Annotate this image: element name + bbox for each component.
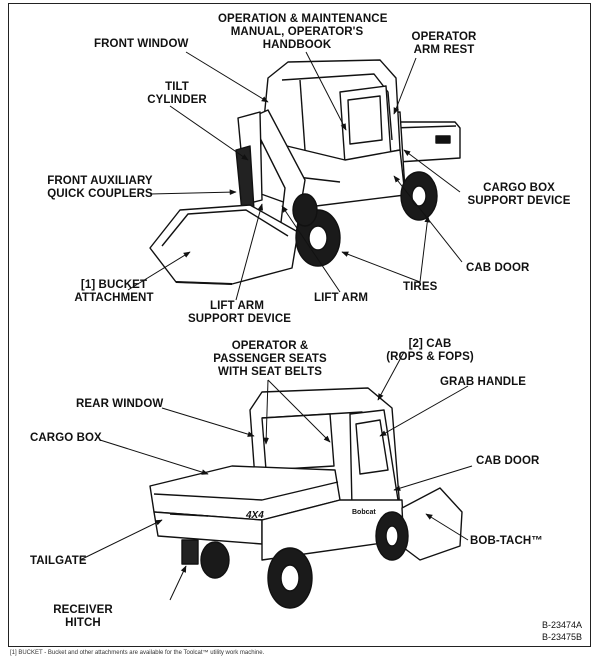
label-bob-tach: BOB-TACH™ [470,535,543,547]
label-arm-rest-line2: ARM REST [413,44,475,56]
label-seats-line3: WITH SEAT BELTS [218,366,322,378]
label-tilt-line2: CYLINDER [147,94,207,106]
bottom-bob-tach [401,487,463,561]
label-cab-line1: [2] CAB [408,338,452,350]
bottom-vehicle [149,387,463,609]
label-tailgate: TAILGATE [30,555,87,567]
bottom-receiver-hitch [181,539,199,565]
top-tilt-cylinder [235,145,255,213]
label-grab-handle: GRAB HANDLE [440,376,527,388]
bottom-rear-window [261,413,335,471]
label-lift-arm-support-line1: LIFT ARM [209,300,265,312]
figure-ref-bottom: B-23475B [542,632,583,642]
label-seats-line1: OPERATOR & [231,340,309,352]
label-om-manual: OPERATION & MAINTENANCE MANUAL, OPERATOR… [218,13,388,52]
badge-4x4: 4X4 [245,510,264,521]
label-arm-rest-line1: OPERATOR [411,31,477,43]
label-cab-door-top: CAB DOOR [466,262,530,274]
label-seats-line2: PASSENGER SEATS [213,353,327,365]
top-vehicle [149,59,461,285]
label-receiver-line2: HITCH [65,617,101,629]
label-tires: TIRES [403,281,438,293]
figure-frame [8,3,591,647]
figure-ref-top: B-23474A [542,620,583,630]
label-cab: [2] CAB (ROPS & FOPS) [378,338,482,364]
label-cargo-support-line2: SUPPORT DEVICE [467,195,571,207]
label-receiver-line1: RECEIVER [53,604,113,616]
leader-lines [79,51,473,601]
label-cargo-box-support: CARGO BOX SUPPORT DEVICE [466,182,572,208]
label-cargo-box: CARGO BOX [30,432,102,444]
label-aux-line2: QUICK COUPLERS [47,188,153,200]
label-cab-door-bottom: CAB DOOR [476,455,540,467]
label-aux-line1: FRONT AUXILIARY [47,175,153,187]
label-front-window: FRONT WINDOW [94,38,189,50]
top-bucket [149,204,299,285]
label-cab-line2: (ROPS & FOPS) [386,351,474,363]
label-cargo-support-line1: CARGO BOX [483,182,555,194]
label-bucket-attachment: [1] BUCKET ATTACHMENT [72,279,156,305]
brand-text: Bobcat [352,509,376,516]
label-receiver-hitch: RECEIVER HITCH [48,604,118,630]
label-tilt-cylinder: TILT CYLINDER [142,81,212,107]
footnote: [1] BUCKET - Bucket and other attachment… [10,650,265,656]
label-front-aux-couplers: FRONT AUXILIARY QUICK COUPLERS [34,175,166,201]
label-lift-arm: LIFT ARM [314,292,369,304]
label-rear-window: REAR WINDOW [76,398,164,410]
label-lift-arm-support-line2: SUPPORT DEVICE [188,313,292,325]
label-operator-arm-rest: OPERATOR ARM REST [404,31,484,57]
label-om-manual-line2: MANUAL, OPERATOR'S [230,26,364,38]
label-lift-arm-support: LIFT ARM SUPPORT DEVICE [188,300,292,326]
label-tilt-line1: TILT [165,81,189,93]
label-bucket-line1: [1] BUCKET [80,279,148,291]
label-om-manual-line1: OPERATION & MAINTENANCE [218,13,388,25]
label-bucket-line2: ATTACHMENT [74,292,154,304]
label-om-manual-line3: HANDBOOK [262,39,332,51]
label-seats: OPERATOR & PASSENGER SEATS WITH SEAT BEL… [208,340,332,379]
